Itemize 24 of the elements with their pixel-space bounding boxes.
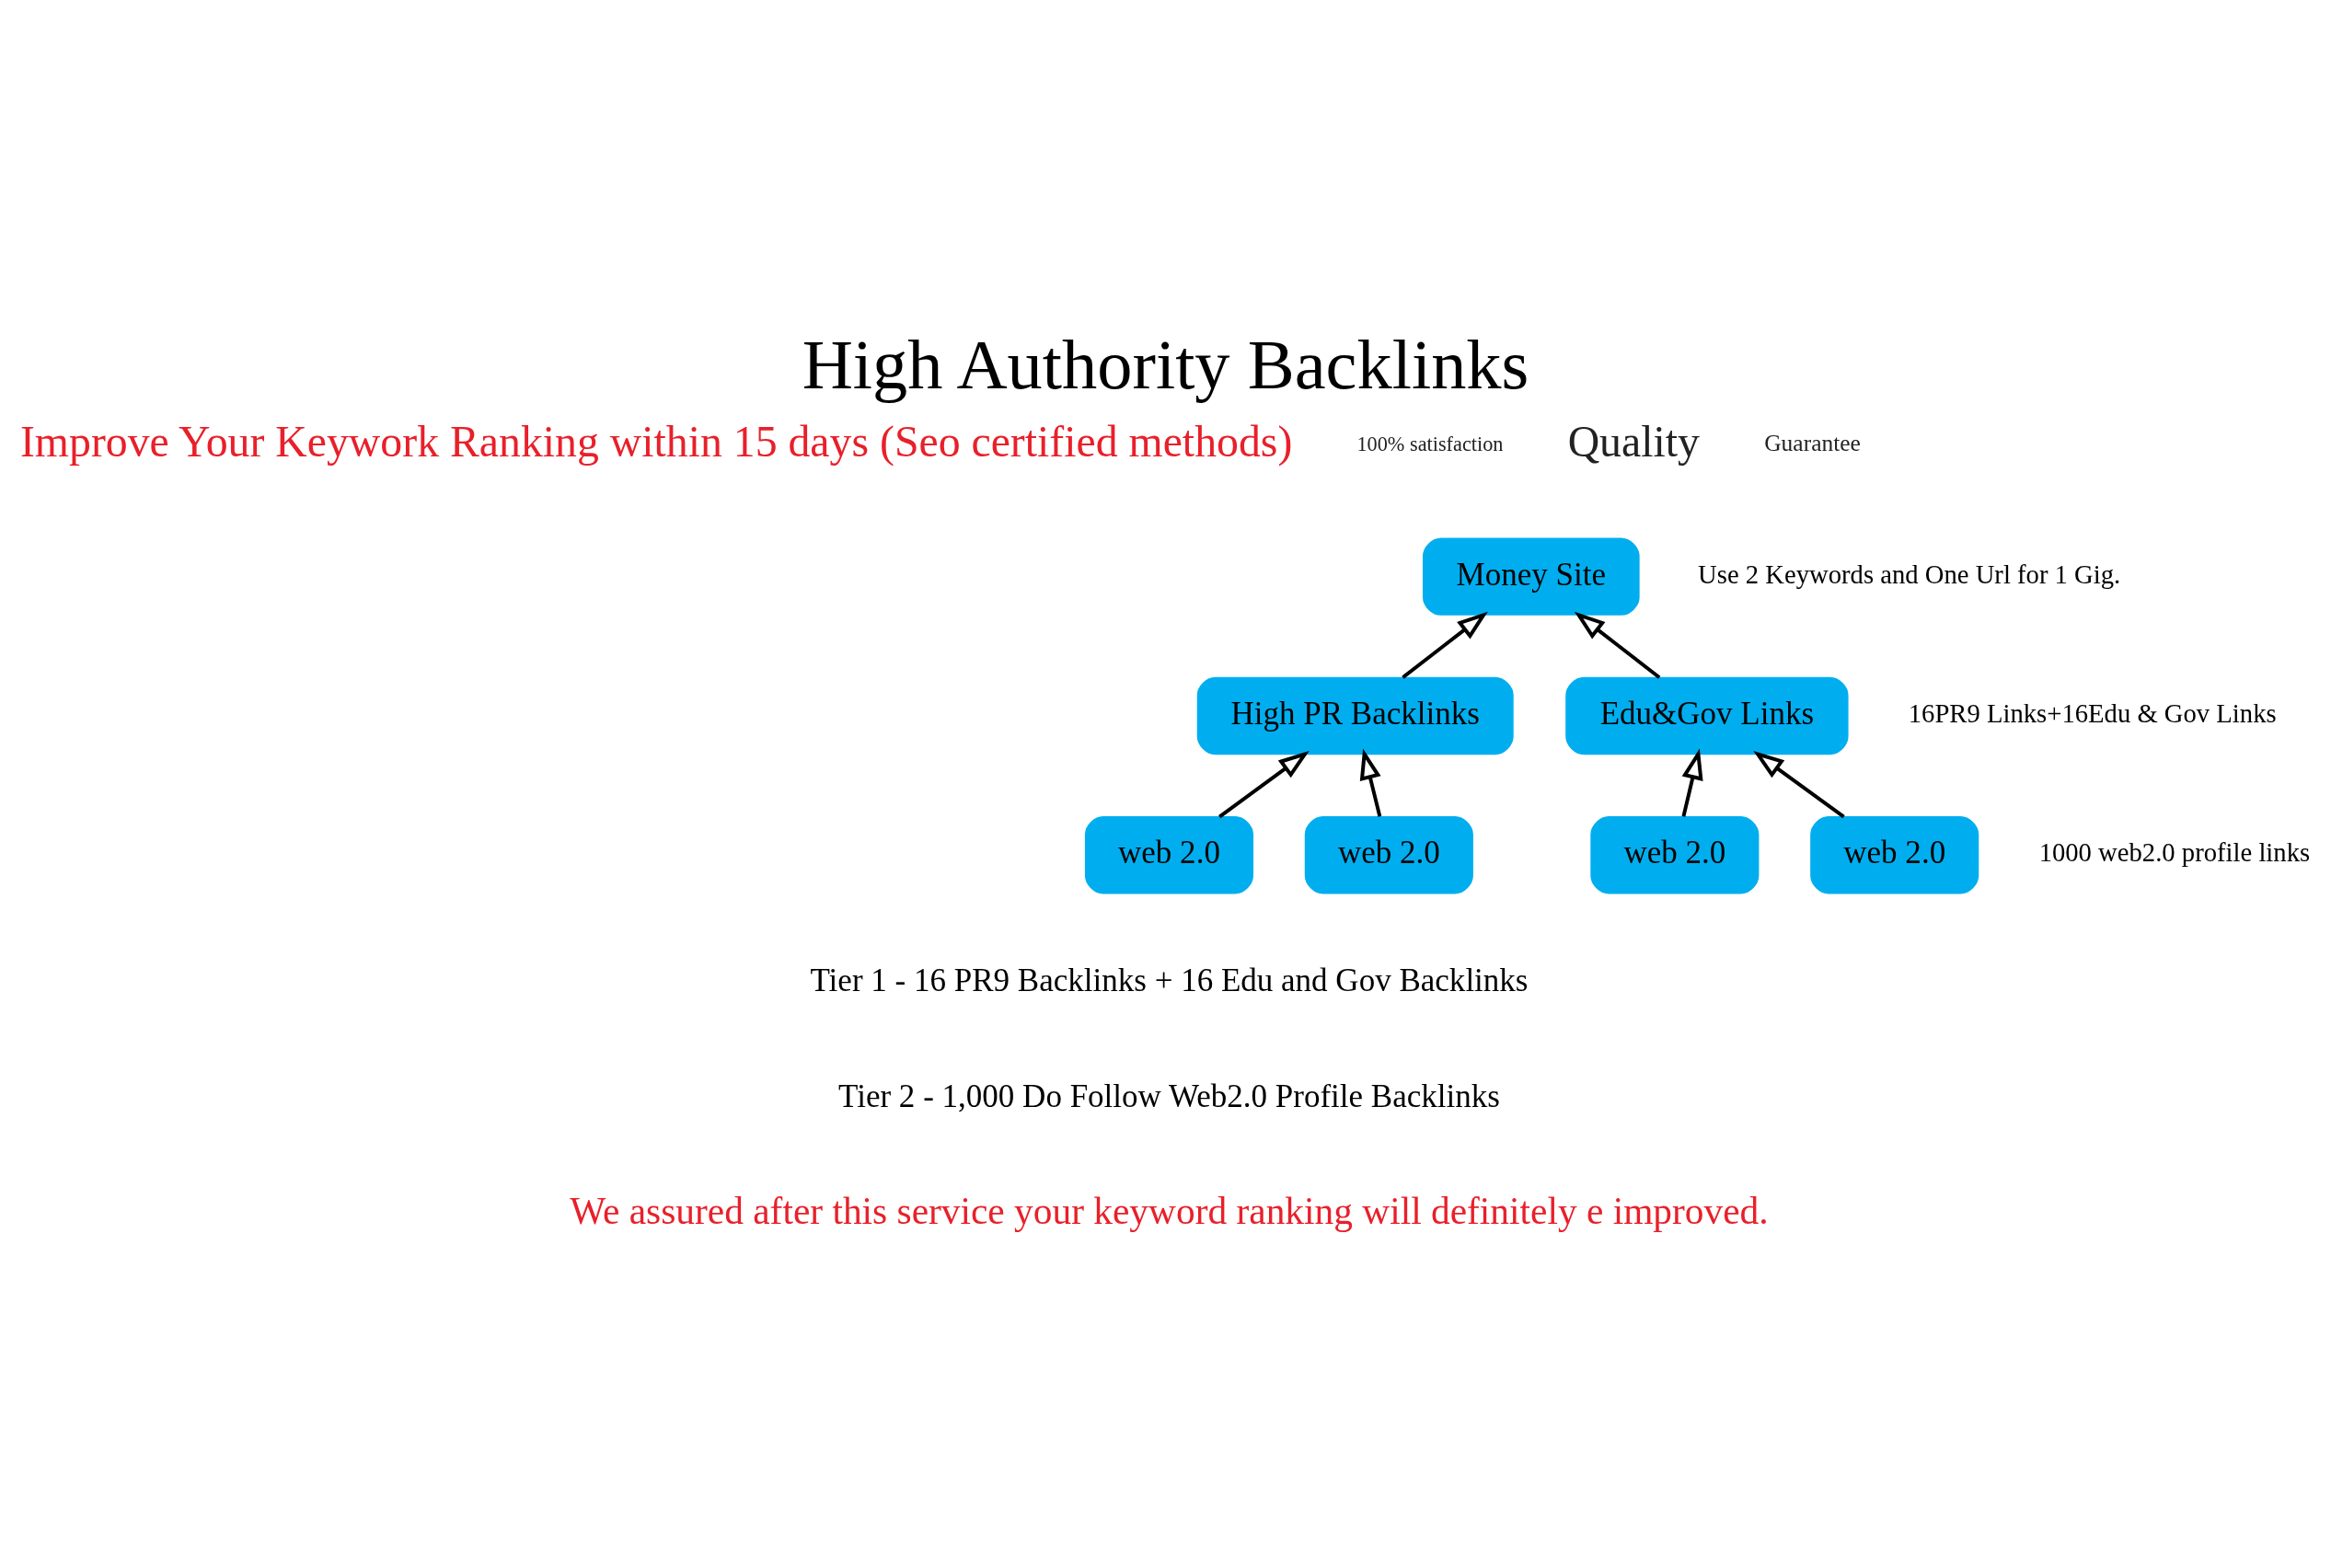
node-box: Money Site [1422, 537, 1640, 616]
node-box: web 2.0 [1590, 816, 1760, 894]
arrow [1753, 751, 1845, 819]
label: Tier 1 - 16 PR9 Backlinks + 16 Edu and Gov Backlinks [810, 962, 1529, 998]
label: Quality [1567, 417, 1700, 467]
label: Tier 2 - 1,000 Do Follow Web2.0 Profile Backlinks [838, 1078, 1500, 1114]
label: 1000 web2.0 profile links [2038, 837, 2311, 868]
diagram-title: High Authority Backlinks [802, 325, 1529, 404]
arrow [1402, 611, 1488, 679]
label: 100% satisfaction [1356, 432, 1504, 456]
label: Guarantee [1764, 430, 1861, 457]
label: Use 2 Keywords and One Url for 1 Gig. [1698, 559, 2121, 589]
node-box: web 2.0 [1810, 816, 1979, 894]
caption: We assured after this service your keyword ranking will definitely e improved. [570, 1190, 1769, 1233]
node-box: Edu&Gov Links [1565, 676, 1849, 755]
node-box: web 2.0 [1084, 816, 1254, 894]
label: Improve Your Keywork Ranking within 15 days (Seo certified methods) [19, 417, 1293, 467]
node-box: web 2.0 [1304, 816, 1473, 894]
arrow [1359, 748, 1382, 817]
arrow [1574, 611, 1661, 679]
label: 16PR9 Links+16Edu & Gov Links [1908, 698, 2277, 728]
arrow [1218, 751, 1310, 819]
node-box: High PR Backlinks [1196, 676, 1514, 755]
arrow [1681, 748, 1703, 817]
